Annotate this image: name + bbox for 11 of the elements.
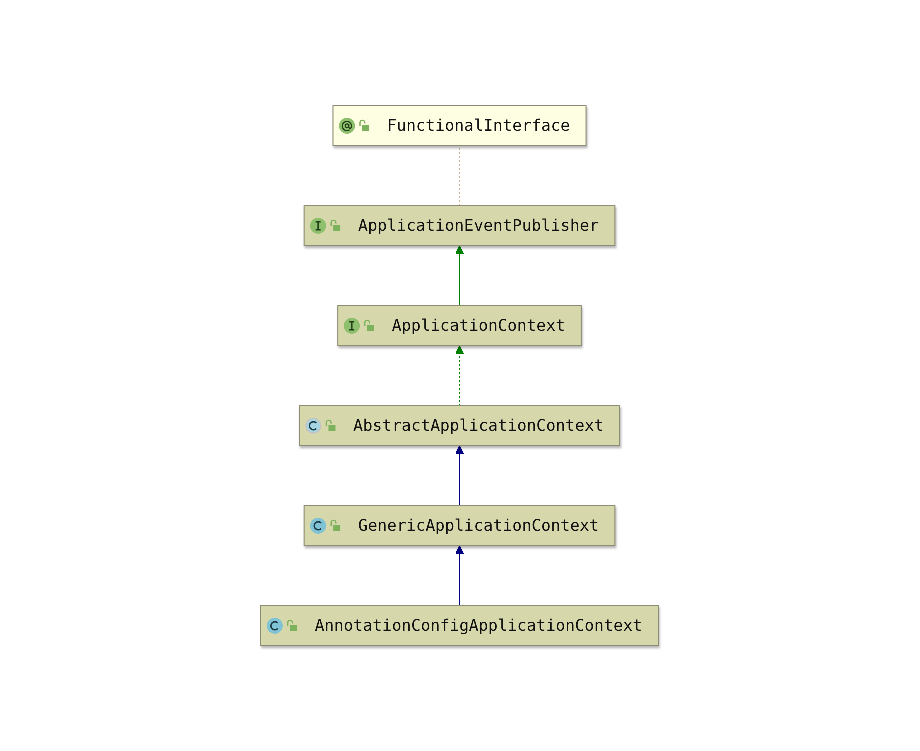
node-box: AbstractApplicationContext: [299, 405, 621, 446]
node-box: FunctionalInterface: [332, 105, 587, 146]
node-box: ApplicationContext: [338, 305, 582, 346]
arrow: [456, 245, 464, 306]
arrow: [456, 445, 464, 506]
arrow: [456, 545, 464, 606]
arrow: [456, 345, 464, 406]
node-box: ApplicationEventPublisher: [304, 205, 616, 246]
connector: [459, 146, 461, 206]
node-box: AnnotationConfigApplicationContext: [260, 605, 660, 646]
node-box: GenericApplicationContext: [304, 505, 616, 546]
